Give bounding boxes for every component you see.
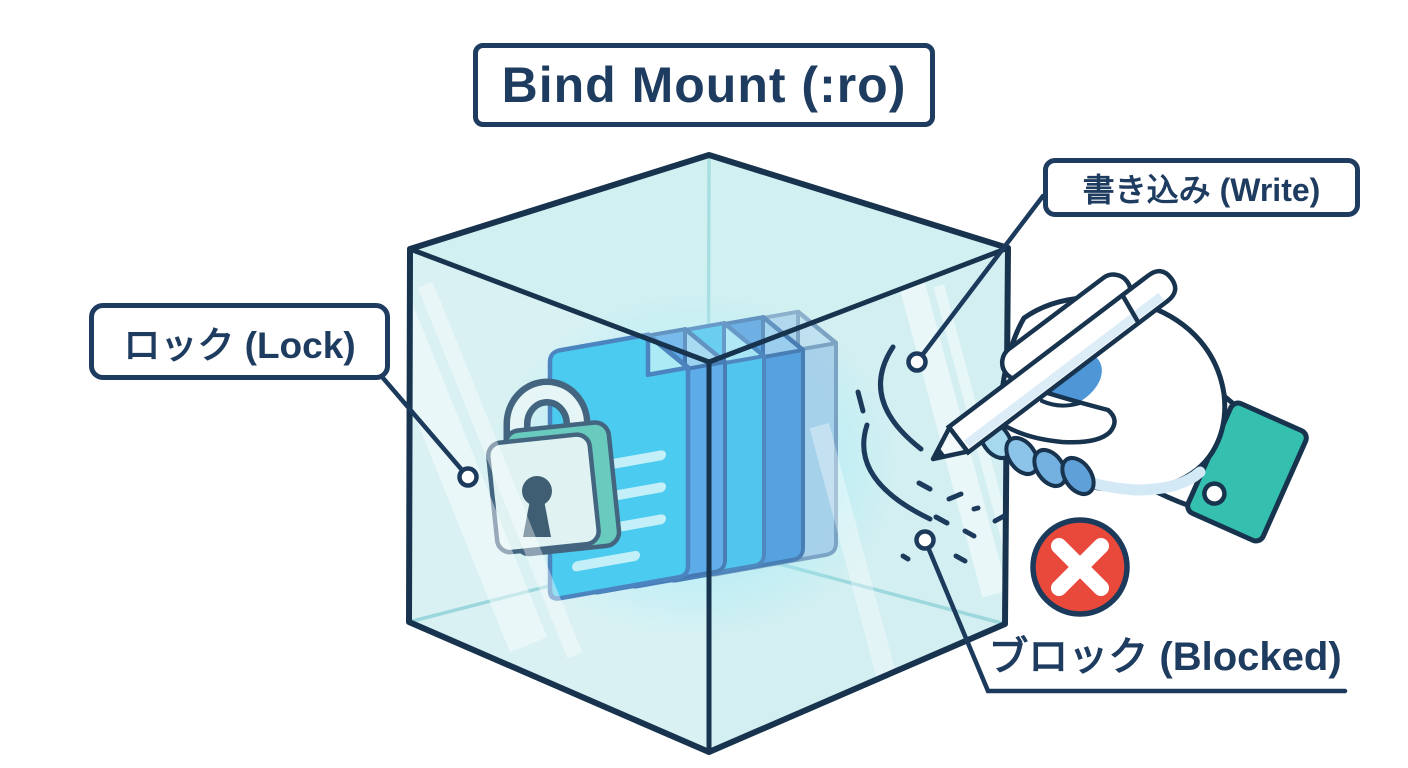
deflection-particles (900, 480, 1007, 564)
padlock-icon (486, 378, 622, 557)
blocked-callout-line (922, 537, 1348, 694)
curled-fingertips (978, 419, 1096, 497)
lock-label: ロック (Lock) (89, 303, 390, 380)
blocked-label: ブロック (Blocked) (985, 624, 1345, 682)
connector-dot (914, 529, 936, 551)
pen-cap-line (1120, 293, 1141, 325)
blocked-x-icon (1030, 517, 1130, 617)
deflection-marks (855, 344, 1007, 564)
page-title: Bind Mount (:ro) (473, 43, 935, 127)
hand-with-pen-icon (930, 268, 1309, 544)
padlock-shackle (503, 378, 591, 470)
x-mark (1051, 538, 1109, 596)
keyhole-icon (522, 476, 552, 537)
cuff-button (1202, 481, 1227, 506)
lock-label-text: ロック (Lock) (123, 324, 356, 366)
write-label: 書き込み (Write) (1043, 158, 1360, 217)
document-stack-icon (547, 309, 838, 601)
write-label-text: 書き込み (Write) (1082, 171, 1321, 208)
pen-icon (930, 268, 1178, 462)
glass-shine (409, 249, 583, 659)
write-callout-line (914, 193, 1046, 365)
blocked-label-text: ブロック (Blocked) (988, 635, 1342, 679)
cube-edges (406, 152, 1011, 755)
glass-cube-front (406, 152, 1011, 755)
lock-callout-line (380, 375, 471, 480)
callout-connectors (380, 193, 1348, 694)
thumb-crease (1040, 399, 1082, 408)
pen-nib (933, 447, 946, 459)
pen-barrel-shading (964, 292, 1164, 448)
title-text: Bind Mount (:ro) (501, 57, 907, 113)
connector-dots (457, 351, 936, 551)
connector-dot (457, 466, 479, 488)
connector-dot (906, 351, 928, 373)
pen-barrel (945, 268, 1178, 456)
